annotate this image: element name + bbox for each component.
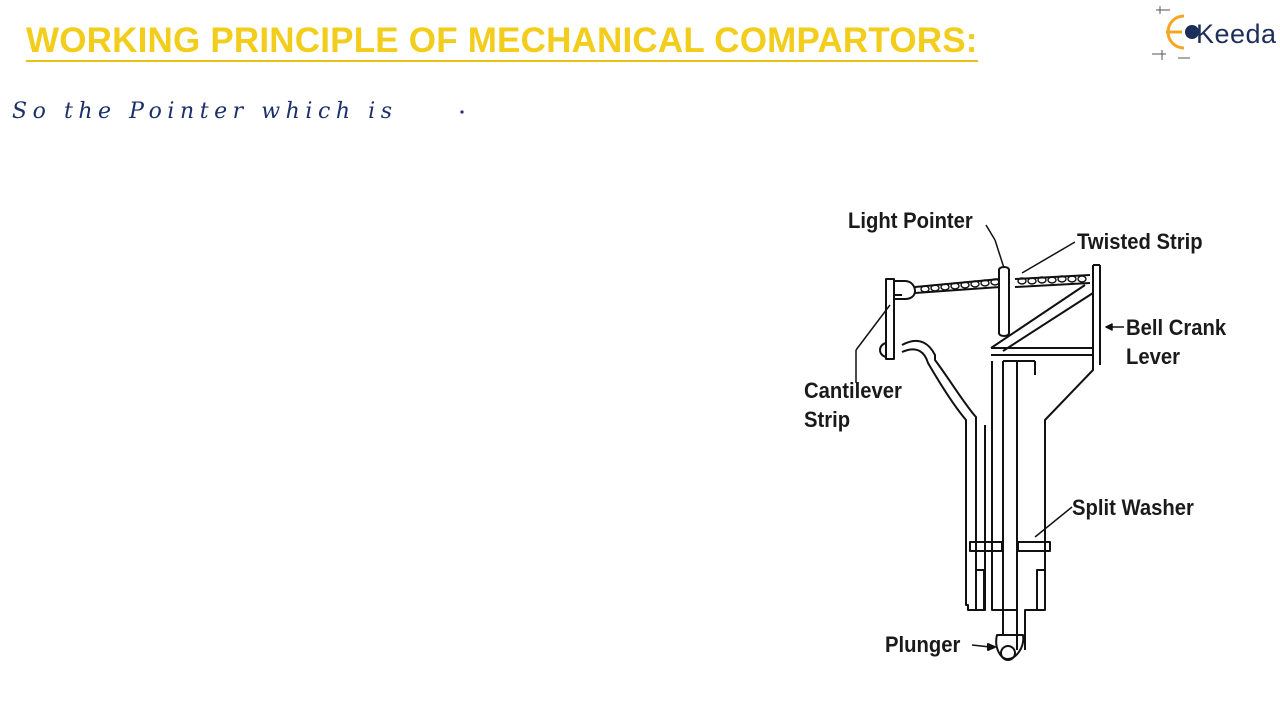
logo-e-icon bbox=[1166, 14, 1185, 50]
handwritten-text: So the Pointer which is bbox=[12, 99, 392, 124]
cantilever-strip bbox=[855, 278, 902, 383]
label-bell-crank-1: Bell Crank bbox=[1126, 315, 1227, 340]
twisted-strip-links bbox=[920, 275, 1087, 293]
slide-title: WORKING PRINCIPLE OF MECHANICAL COMPARTO… bbox=[26, 21, 978, 62]
comparator-diagram bbox=[855, 224, 1124, 661]
handwritten-note: So the Pointer which is bbox=[12, 99, 464, 124]
bell-crank-leader bbox=[1105, 323, 1124, 331]
twisted-strip bbox=[894, 274, 1091, 300]
ekeeda-logo bbox=[1152, 6, 1199, 60]
light-pointer bbox=[985, 224, 1010, 337]
frame-right-wall bbox=[1092, 264, 1101, 365]
bell-crank-lever bbox=[990, 284, 1094, 356]
label-light-pointer: Light Pointer bbox=[848, 208, 973, 233]
label-bell-crank-2: Lever bbox=[1126, 344, 1181, 369]
lower-body bbox=[975, 551, 1046, 610]
left-frame-arm bbox=[901, 339, 986, 611]
label-plunger: Plunger bbox=[885, 632, 961, 657]
twisted-strip-leader bbox=[1021, 241, 1076, 274]
logo-text: Keeda bbox=[1196, 19, 1277, 49]
label-cantilever-1: Cantilever bbox=[804, 378, 902, 403]
label-cantilever-2: Strip bbox=[804, 407, 851, 432]
plunger bbox=[971, 533, 1025, 661]
label-split-washer: Split Washer bbox=[1072, 495, 1194, 520]
label-twisted-strip: Twisted Strip bbox=[1077, 229, 1203, 254]
